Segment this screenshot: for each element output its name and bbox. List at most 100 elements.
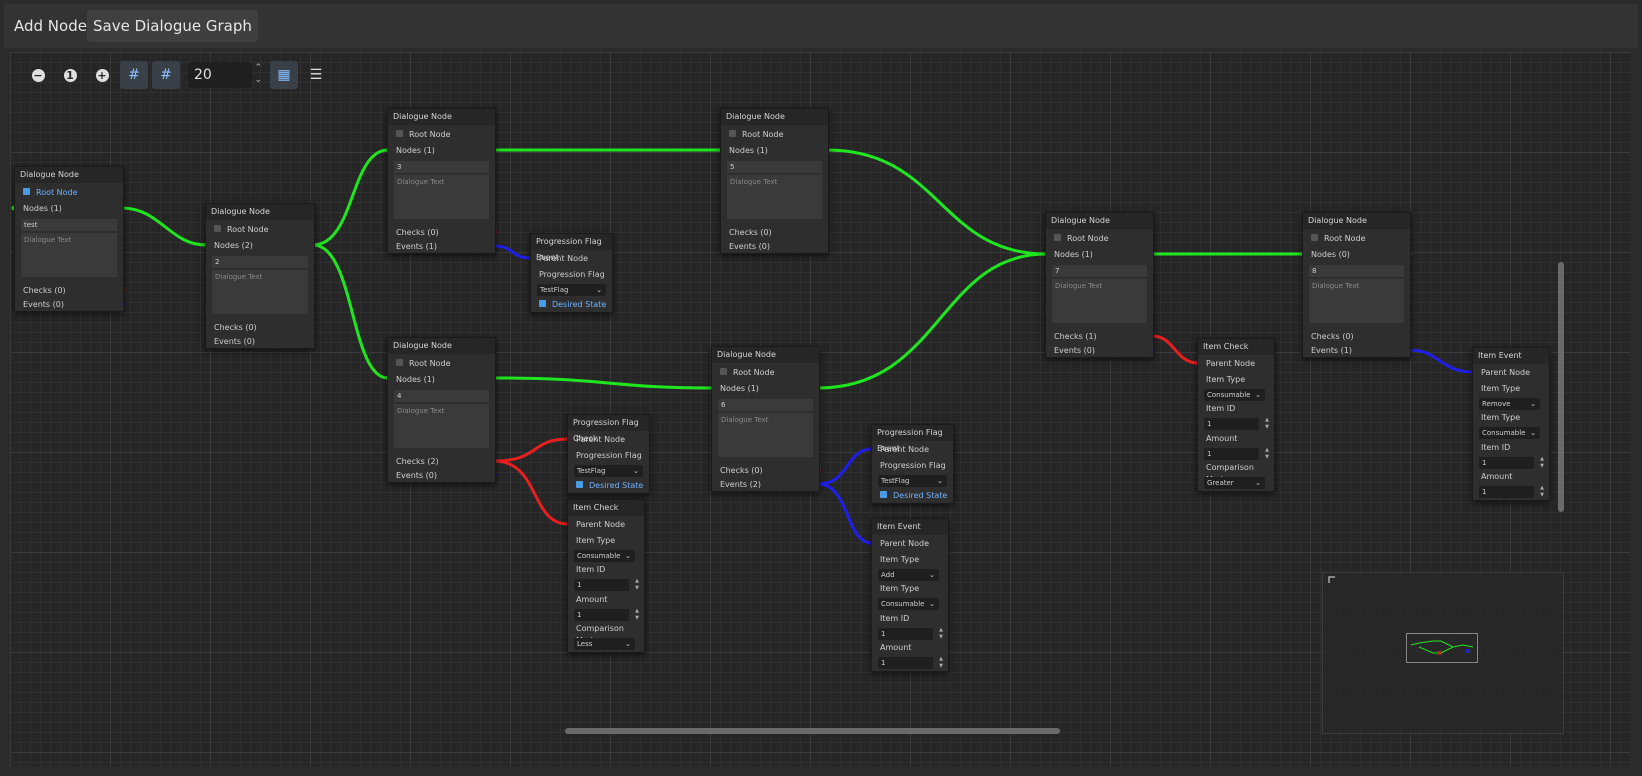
toggle-minimap-button[interactable]: ▦ [270, 61, 298, 89]
node-id-field[interactable]: 2 [212, 256, 308, 268]
comparison-mode-select[interactable]: Greater⌄ [1204, 477, 1265, 489]
vertical-scrollbar[interactable] [1558, 262, 1564, 512]
item-type-select[interactable]: Consumable⌄ [574, 550, 635, 562]
chevron-down-icon: ⌄ [633, 467, 639, 475]
arrange-nodes-button[interactable]: ☰ [302, 61, 330, 89]
root-node-toggle[interactable]: Root Node [15, 187, 123, 199]
zoom-in-button[interactable]: + [88, 61, 116, 89]
item-event-node[interactable]: Item Event Parent Node Item Type Add⌄ It… [871, 518, 949, 672]
item-type-select[interactable]: Consumable⌄ [878, 598, 939, 610]
root-node-toggle[interactable]: Root Node [388, 129, 495, 141]
item-event-node[interactable]: Item Event Parent Node Item Type Remove⌄… [1472, 347, 1550, 501]
root-node-toggle[interactable]: Root Node [1046, 233, 1153, 245]
item-action-select[interactable]: Remove⌄ [1479, 398, 1540, 410]
checkbox-icon[interactable] [729, 130, 736, 137]
amount-input[interactable]: 1▲▼ [878, 656, 943, 669]
checkbox-icon[interactable] [1311, 234, 1318, 241]
item-check-node[interactable]: Item Check Parent Node Item Type Consuma… [567, 499, 645, 653]
dialogue-node[interactable]: Dialogue Node Root Node Nodes (1) 7 Dial… [1045, 212, 1154, 358]
item-type-select[interactable]: Consumable⌄ [1479, 427, 1540, 439]
item-id-input[interactable]: 1▲▼ [1479, 456, 1544, 469]
dialogue-node[interactable]: Dialogue Node Root Node Nodes (0) 8 Dial… [1302, 212, 1411, 358]
item-type-label: Item Type [1206, 375, 1246, 384]
node-id-field[interactable]: 4 [394, 390, 489, 402]
spin-arrows-icon[interactable]: ▲▼ [1265, 417, 1269, 430]
node-id-field[interactable]: 8 [1309, 265, 1404, 277]
desired-state-toggle[interactable]: Desired State [872, 490, 953, 502]
root-node-toggle[interactable]: Root Node [206, 224, 314, 236]
minimap-viewport[interactable] [1406, 633, 1478, 663]
dialogue-text-area[interactable]: Dialogue Text [394, 404, 489, 448]
dialogue-text-area[interactable]: Dialogue Text [1309, 279, 1404, 323]
dialogue-node[interactable]: Dialogue Node Root Node Nodes (1) 6 Dial… [711, 346, 820, 492]
progression-flag-select[interactable]: TestFlag⌄ [537, 284, 606, 296]
checkbox-icon[interactable] [396, 359, 403, 366]
dialogue-node[interactable]: Dialogue Node Root Node Nodes (1) 5 Dial… [720, 108, 829, 254]
spin-arrows-icon[interactable]: ▲▼ [635, 578, 639, 591]
dialogue-text-area[interactable]: Dialogue Text [727, 175, 822, 219]
minimap[interactable] [1322, 572, 1564, 734]
amount-input[interactable]: 1▲▼ [1204, 447, 1269, 460]
checkbox-icon[interactable] [396, 130, 403, 137]
node-id-field[interactable]: 5 [727, 161, 822, 173]
comparison-mode-select[interactable]: Less⌄ [574, 638, 635, 650]
node-id-field[interactable]: 6 [718, 399, 813, 411]
dialogue-text-area[interactable]: Dialogue Text [718, 413, 813, 457]
snap-distance-input[interactable]: 20⌃⌄ [188, 62, 262, 88]
dialogue-node[interactable]: Dialogue Node Root Node Nodes (1) 3 Dial… [387, 108, 496, 254]
amount-input[interactable]: 1▲▼ [574, 608, 639, 621]
spin-arrows-icon[interactable]: ▲▼ [1265, 447, 1269, 460]
checkbox-icon[interactable] [23, 188, 30, 195]
progression-flag-event-node[interactable]: Progression Flag Event Parent Node Progr… [871, 424, 954, 504]
save-dialogue-graph-button[interactable]: Save Dialogue Graph [87, 10, 258, 42]
item-id-input[interactable]: 1▲▼ [574, 578, 639, 591]
spin-arrows-icon[interactable]: ▲▼ [939, 627, 943, 640]
spin-arrows-icon[interactable]: ▲▼ [635, 608, 639, 621]
root-node-toggle[interactable]: Root Node [712, 367, 819, 379]
spin-arrows-icon[interactable]: ▲▼ [1540, 485, 1544, 498]
spin-arrows-icon[interactable]: ▲▼ [939, 656, 943, 669]
horizontal-scrollbar[interactable] [565, 728, 1060, 734]
item-check-node[interactable]: Item Check Parent Node Item Type Consuma… [1197, 338, 1275, 492]
graph-canvas[interactable]: − 1 + # # 20⌃⌄ ▦ ☰ Dialogue Node Root No… [10, 52, 1630, 766]
item-type-select[interactable]: Consumable⌄ [1204, 389, 1265, 401]
node-id-field[interactable]: test [21, 219, 117, 231]
dialogue-text-area[interactable]: Dialogue Text [1052, 279, 1147, 323]
item-id-input[interactable]: 1▲▼ [1204, 417, 1269, 430]
progression-flag-check-node[interactable]: Progression Flag Check Parent Node Progr… [567, 414, 650, 494]
toggle-grid-button[interactable]: # [152, 61, 180, 89]
checkbox-icon[interactable] [576, 481, 583, 488]
zoom-reset-button[interactable]: 1 [56, 61, 84, 89]
connection-wires [11, 147, 1476, 546]
amount-input[interactable]: 1▲▼ [1479, 485, 1544, 498]
node-id-field[interactable]: 3 [394, 161, 489, 173]
dialogue-node[interactable]: Dialogue Node Root Node Nodes (1) test D… [14, 166, 124, 312]
checkbox-icon[interactable] [880, 491, 887, 498]
item-id-input[interactable]: 1▲▼ [878, 627, 943, 640]
checkbox-icon[interactable] [214, 225, 221, 232]
dialogue-text-area[interactable]: Dialogue Text [394, 175, 489, 219]
spin-arrows-icon[interactable]: ▲▼ [1540, 456, 1544, 469]
dialogue-text-area[interactable]: Dialogue Text [21, 233, 117, 277]
dialogue-node[interactable]: Dialogue Node Root Node Nodes (1) 4 Dial… [387, 337, 496, 483]
checkbox-icon[interactable] [539, 300, 546, 307]
checkbox-icon[interactable] [720, 368, 727, 375]
checkbox-icon[interactable] [1054, 234, 1061, 241]
desired-state-toggle[interactable]: Desired State [531, 299, 612, 311]
events-port: Events (0) [396, 471, 437, 480]
desired-state-toggle[interactable]: Desired State [568, 480, 649, 492]
root-node-toggle[interactable]: Root Node [388, 358, 495, 370]
root-node-toggle[interactable]: Root Node [1303, 233, 1410, 245]
node-id-field[interactable]: 7 [1052, 265, 1147, 277]
item-action-select[interactable]: Add⌄ [878, 569, 939, 581]
zoom-out-button[interactable]: − [24, 61, 52, 89]
spin-arrows-icon[interactable]: ⌃⌄ [254, 63, 262, 85]
root-node-toggle[interactable]: Root Node [721, 129, 828, 141]
progression-flag-event-node[interactable]: Progression Flag Event Parent Node Progr… [530, 233, 613, 313]
dialogue-node[interactable]: Dialogue Node Root Node Nodes (2) 2 Dial… [205, 203, 315, 349]
toggle-snap-button[interactable]: # [120, 61, 148, 89]
add-node-button[interactable]: Add Node [14, 17, 87, 35]
dialogue-text-area[interactable]: Dialogue Text [212, 270, 308, 314]
progression-flag-select[interactable]: TestFlag⌄ [878, 475, 947, 487]
progression-flag-select[interactable]: TestFlag⌄ [574, 465, 643, 477]
